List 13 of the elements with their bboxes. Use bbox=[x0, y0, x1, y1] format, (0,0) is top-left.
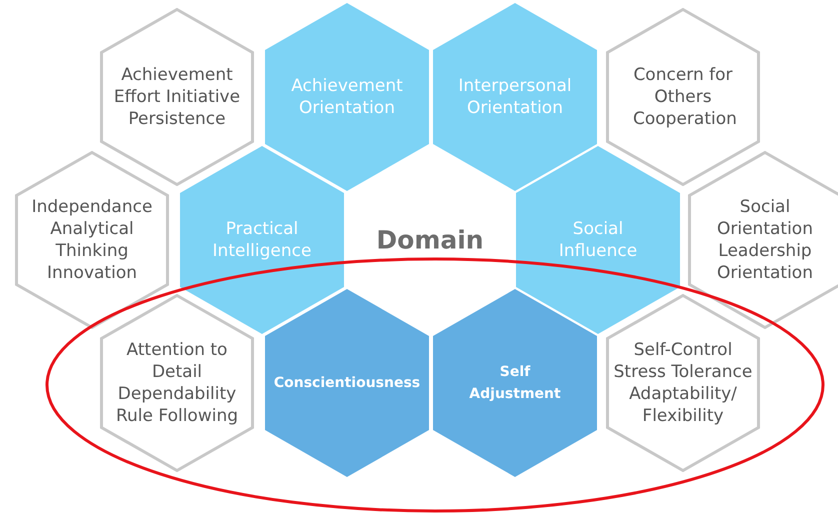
hexagon-label: Independance Analytical Thinking Innovation bbox=[30, 196, 154, 284]
domain-heading: Domain bbox=[376, 226, 484, 254]
hexagon-label: Self Adjustment bbox=[468, 363, 562, 404]
hexagon-label: Conscientiousness bbox=[272, 374, 422, 393]
hexagon-label: Practical Intelligence bbox=[212, 218, 312, 262]
hexagon-label: Attention to Detail Dependability Rule Following bbox=[114, 339, 240, 427]
hexagon-label: Social Orientation Leadership Orientation bbox=[716, 196, 814, 284]
hexagon-label: Concern for Others Cooperation bbox=[633, 64, 733, 130]
hexagon-label: Social Influence bbox=[558, 218, 638, 262]
hexagon-label: Achievement Orientation bbox=[290, 75, 404, 119]
hexagon-label: Self-Control Stress Tolerance Adaptability/ Flexibility bbox=[613, 339, 753, 427]
hexagon-label: Achievement Effort Initiative Persistence bbox=[112, 64, 242, 130]
hexagon-label: Interpersonal Orientation bbox=[457, 75, 573, 119]
